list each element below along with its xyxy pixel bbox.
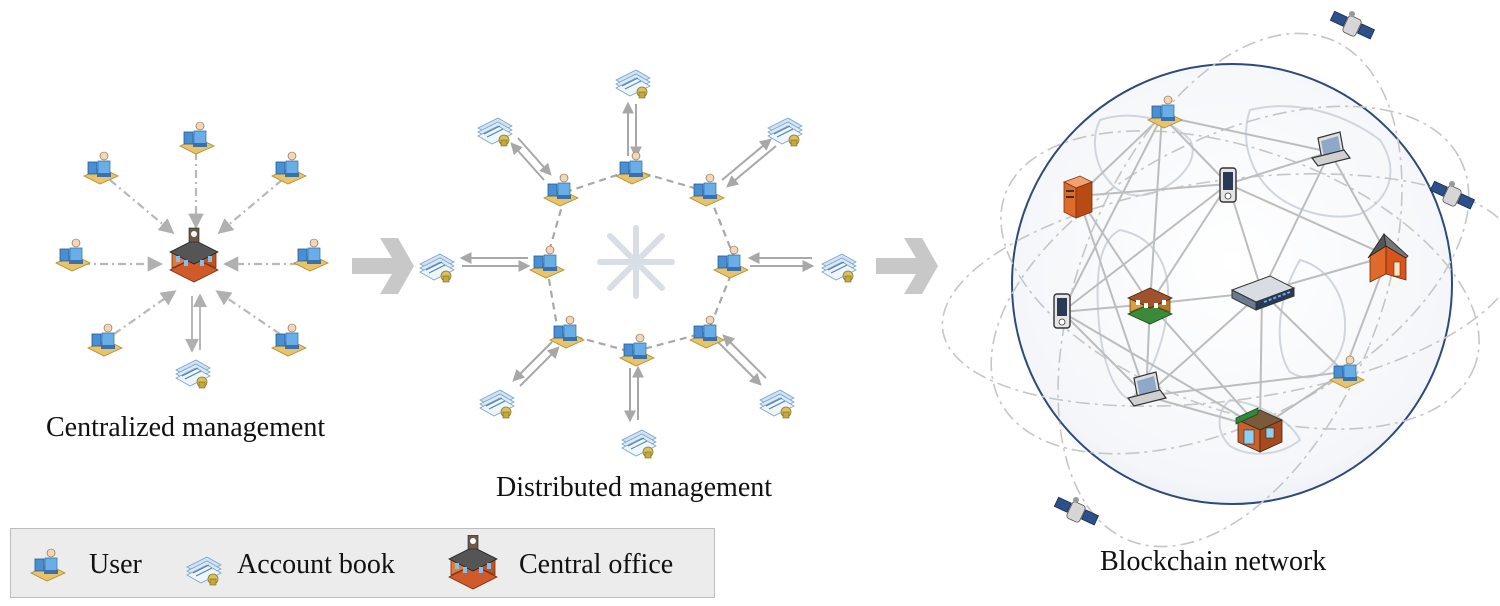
center-burst-icon	[597, 225, 675, 299]
central-office-icon	[169, 227, 219, 283]
distributed-caption: Distributed management	[496, 472, 773, 503]
user-icon	[271, 323, 307, 357]
account-book-icon	[615, 69, 651, 99]
user-icon	[689, 173, 725, 207]
account-book-icon	[419, 253, 455, 283]
server-icon	[1063, 175, 1093, 219]
user-icon	[713, 245, 749, 279]
transition-arrow-1	[352, 238, 414, 294]
legend-account-book-label: Account book	[237, 549, 395, 580]
user-icon	[271, 151, 307, 185]
distributed-network	[419, 69, 857, 459]
centralized-network	[55, 121, 329, 389]
account-book-icon	[175, 359, 211, 389]
phone-icon	[1053, 293, 1071, 329]
user-icon	[543, 173, 579, 207]
account-book-icon	[621, 429, 657, 459]
account-book-icon	[186, 556, 222, 586]
user-icon	[30, 548, 66, 582]
transition-arrow-2	[876, 238, 938, 294]
user-icon	[529, 245, 565, 279]
user-icon	[87, 323, 123, 357]
legend: User Account book Central office	[10, 528, 715, 598]
account-book-icon	[479, 389, 515, 419]
account-book-icon	[767, 117, 803, 147]
user-icon	[615, 151, 651, 185]
user-icon	[619, 333, 655, 367]
phone-icon	[1219, 167, 1237, 203]
account-book-icon	[821, 253, 857, 283]
user-icon	[83, 151, 119, 185]
user-icon	[179, 121, 215, 155]
central-office-icon	[448, 535, 498, 590]
user-icon	[55, 238, 91, 272]
account-book-icon	[477, 117, 513, 147]
blockchain-caption: Blockchain network	[1100, 546, 1327, 577]
account-book-icon	[759, 389, 795, 419]
centralized-caption: Centralized management	[46, 412, 326, 443]
satellite-icon	[1329, 10, 1375, 40]
user-icon	[293, 238, 329, 272]
legend-central-office-label: Central office	[519, 549, 674, 580]
blockchain-network	[941, 10, 1500, 548]
legend-user-label: User	[89, 549, 142, 580]
